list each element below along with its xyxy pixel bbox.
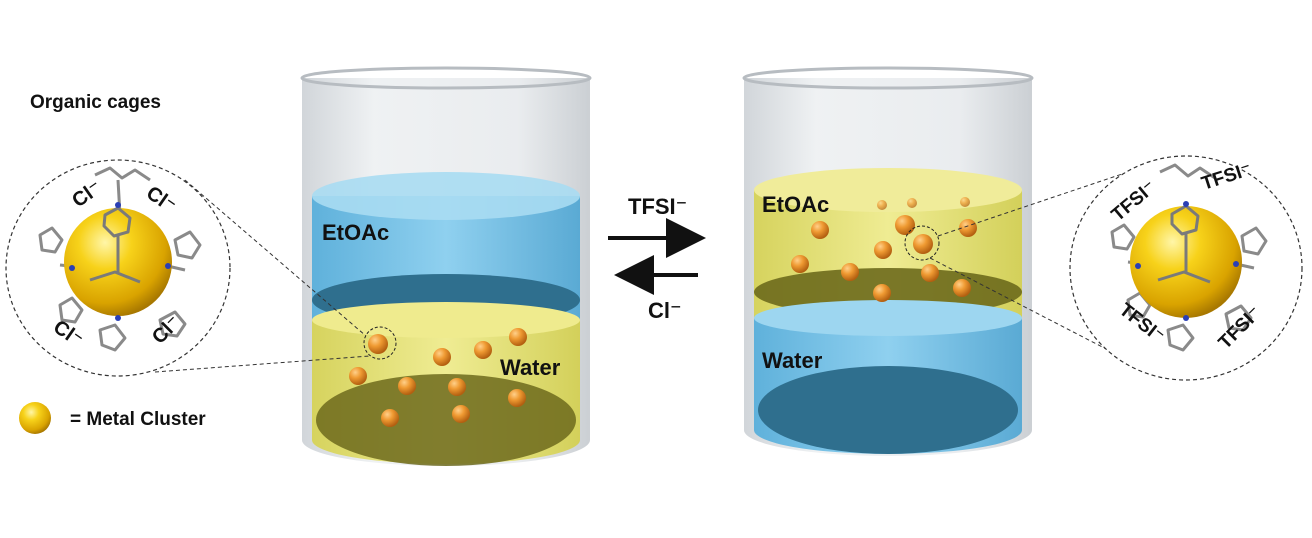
forward-arrow-label: TFSI⁻ xyxy=(628,194,687,219)
left-zoom-line-bottom xyxy=(154,355,371,373)
left-beaker-particles xyxy=(349,328,527,427)
metal-cluster-particle xyxy=(913,234,933,254)
metal-cluster-particle xyxy=(398,377,416,395)
metal-cluster-particle xyxy=(959,219,977,237)
legend-metal-cluster-icon xyxy=(19,402,51,434)
metal-cluster-particle xyxy=(452,405,470,423)
left-beaker-rim xyxy=(300,66,592,90)
reverse-arrow-label: Cl⁻ xyxy=(648,298,682,323)
left-water-label: Water xyxy=(500,355,561,380)
left-etoac-label: EtOAc xyxy=(322,220,389,245)
right-cage-inset: TFSI⁻ TFSI⁻ TFSI⁻ TFSI⁻ xyxy=(1069,155,1303,381)
metal-cluster-particle xyxy=(508,389,526,407)
metal-cluster-particle xyxy=(509,328,527,346)
right-zoom-line-top xyxy=(937,167,1141,237)
legend-text: = Metal Cluster xyxy=(70,409,206,430)
metal-cluster-particle xyxy=(474,341,492,359)
left-zoom-line-top xyxy=(184,179,367,337)
metal-cluster-particle xyxy=(907,198,917,208)
right-water-label: Water xyxy=(762,348,823,373)
left-zoom-circle xyxy=(363,326,397,360)
organic-cages-title: Organic cages xyxy=(30,92,161,113)
metal-cluster-particle xyxy=(921,264,939,282)
right-beaker-particles xyxy=(791,197,977,302)
metal-cluster-particle xyxy=(811,221,829,239)
left-beaker: EtOAc Water xyxy=(300,66,592,466)
right-zoom-circle xyxy=(904,225,940,261)
metal-cluster-particle xyxy=(960,197,970,207)
metal-cluster-particle xyxy=(381,409,399,427)
metal-cluster-particle xyxy=(791,255,809,273)
metal-cluster-particle xyxy=(433,348,451,366)
right-beaker: EtOAc Water xyxy=(742,66,1034,456)
right-beaker-bottom xyxy=(758,366,1018,454)
left-beaker-bottom xyxy=(316,374,576,466)
left-cage-inset: Cl⁻ Cl⁻ Cl⁻ Cl⁻ xyxy=(5,159,231,377)
metal-cluster-particle xyxy=(873,284,891,302)
metal-cluster-particle xyxy=(448,378,466,396)
metal-cluster-particle xyxy=(349,367,367,385)
metal-cluster-particle xyxy=(368,334,388,354)
right-etoac-label: EtOAc xyxy=(762,192,829,217)
metal-cluster-particle xyxy=(895,215,915,235)
right-beaker-rim xyxy=(742,66,1034,90)
metal-cluster-particle xyxy=(841,263,859,281)
metal-cluster-particle xyxy=(953,279,971,297)
right-zoom-line-bottom xyxy=(929,257,1113,353)
metal-cluster-particle xyxy=(874,241,892,259)
metal-cluster-particle xyxy=(877,200,887,210)
